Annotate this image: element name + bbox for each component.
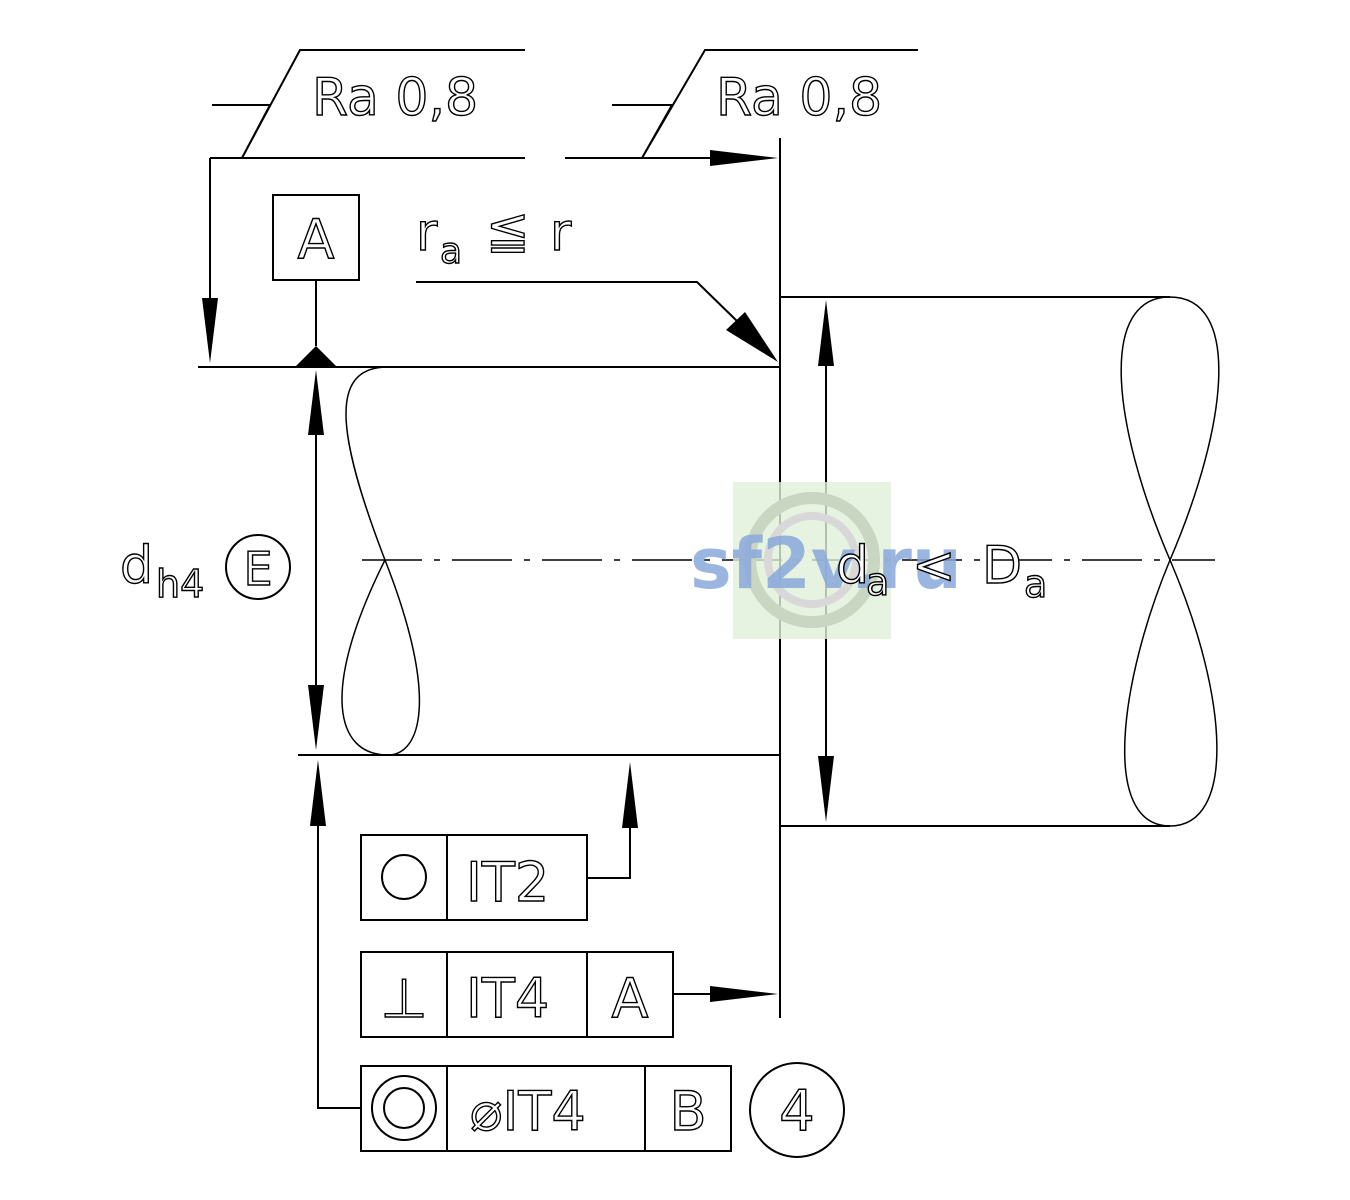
radius-note-relation: ≦: [486, 201, 530, 261]
envelope-letter: E: [243, 542, 272, 596]
roundness-symbol: [381, 854, 427, 900]
fcf-concentricity-datum: B: [669, 1080, 706, 1143]
fcf-perpendicularity-tolerance: IT4: [466, 967, 549, 1030]
radius-note: r a ≦ r: [415, 200, 778, 362]
fcf-concentricity: ⌀IT4 B 4: [310, 760, 845, 1158]
watermark-text: sf2v.ru: [690, 523, 962, 605]
fcf-concentricity-tolerance: ⌀IT4: [470, 1080, 586, 1143]
shoulder-dim-D: D: [982, 536, 1022, 596]
perpendicularity-symbol: ⊥: [380, 967, 427, 1030]
radius-note-r: r: [416, 203, 438, 263]
datum-a-box: [272, 194, 360, 281]
fcf-perpendicularity: ⊥ IT4 A: [360, 951, 778, 1038]
shaft-diameter-dimension: d h4 E: [119, 370, 324, 750]
datum-a-letter: A: [298, 208, 335, 271]
fcf-roundness-tolerance: IT2: [466, 851, 549, 914]
note-number-circle: [749, 1062, 845, 1158]
radius-note-sub: a: [440, 231, 462, 272]
datum-triangle: [296, 346, 336, 366]
fcf-roundness: IT2: [360, 762, 638, 921]
surface-finish-left-label: Ra 0,8: [312, 68, 478, 128]
note-number: 4: [779, 1079, 815, 1144]
concentricity-symbol: [371, 1075, 437, 1141]
radius-note-rhs: r: [550, 203, 572, 263]
shaft-dim-sub: h4: [156, 562, 204, 606]
envelope-circle: [225, 534, 291, 600]
shoulder-dim-d: d: [836, 536, 869, 596]
surface-finish-right-label: Ra 0,8: [716, 68, 882, 128]
shoulder-dim-d-sub: a: [866, 560, 889, 604]
finish-leader-left: [202, 158, 218, 363]
shoulder-dim-text: d a < D a: [835, 535, 1048, 606]
fcf-perpendicularity-datum: A: [612, 967, 649, 1030]
watermark: sf2v.ru: [690, 482, 962, 639]
surface-finish-left: Ra 0,8: [210, 49, 525, 159]
housing-body: [780, 296, 1220, 827]
shaft-dim-d: d: [120, 536, 153, 596]
shoulder-dim-relation: <: [912, 536, 956, 596]
shaft-body: [198, 366, 780, 756]
shoulder-dim-D-sub: a: [1024, 562, 1047, 606]
datum-a-feature: A: [272, 194, 360, 366]
surface-finish-right: Ra 0,8: [565, 49, 918, 166]
